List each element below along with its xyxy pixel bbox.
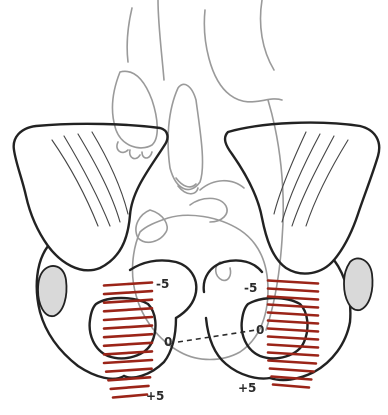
left-station-line xyxy=(104,326,152,329)
right-station-line xyxy=(268,353,318,356)
fetus-foot-left xyxy=(113,71,158,148)
fetus xyxy=(113,0,284,360)
fetus-toes xyxy=(117,142,152,159)
left-station-line xyxy=(104,334,152,337)
right-station-line xyxy=(268,361,316,364)
left-station-line xyxy=(104,360,152,363)
left-station-line xyxy=(104,343,152,346)
right-station-line xyxy=(270,369,314,372)
left-station-line xyxy=(104,308,152,311)
right-label-zero: 0 xyxy=(256,323,264,337)
right-station-line xyxy=(273,385,309,388)
pelvis-right-iliac-fossa-lines xyxy=(274,132,348,226)
station-lines-right xyxy=(268,281,318,388)
fetus-leg-left xyxy=(127,8,132,62)
right-station-line xyxy=(268,321,318,324)
left-label-minus-5: -5 xyxy=(156,277,169,291)
pelvis-left-iliac-crest xyxy=(14,124,168,271)
fetus-leg-right xyxy=(261,0,275,70)
pelvis-right-joint xyxy=(344,258,373,310)
pelvis-right-iliac-crest xyxy=(225,123,379,274)
left-station-line xyxy=(113,395,147,398)
fetus-back xyxy=(204,10,282,102)
fetus-arm xyxy=(168,84,202,189)
fetus-leg-center xyxy=(158,0,164,80)
right-station-line xyxy=(268,337,318,340)
right-station-line xyxy=(268,345,318,348)
left-station-line xyxy=(104,291,152,294)
fetus-hand xyxy=(190,198,227,222)
right-label-plus-5: +5 xyxy=(238,381,256,395)
left-label-zero: 0 xyxy=(164,335,172,349)
left-station-line xyxy=(104,317,152,320)
right-station-line xyxy=(268,313,318,316)
left-station-line xyxy=(104,351,152,354)
fetus-face xyxy=(136,210,167,242)
right-label-minus-5: -5 xyxy=(244,281,257,295)
left-station-line xyxy=(111,386,149,389)
right-station-line xyxy=(268,281,318,284)
left-label-plus-5: +5 xyxy=(146,389,164,403)
pelvis-left-joint xyxy=(38,266,67,316)
fetus-neck xyxy=(200,181,244,190)
left-station-line xyxy=(104,283,152,286)
left-station-line xyxy=(106,369,152,372)
pelvis xyxy=(14,123,380,380)
right-station-line xyxy=(268,329,318,332)
right-station-line xyxy=(268,305,318,308)
